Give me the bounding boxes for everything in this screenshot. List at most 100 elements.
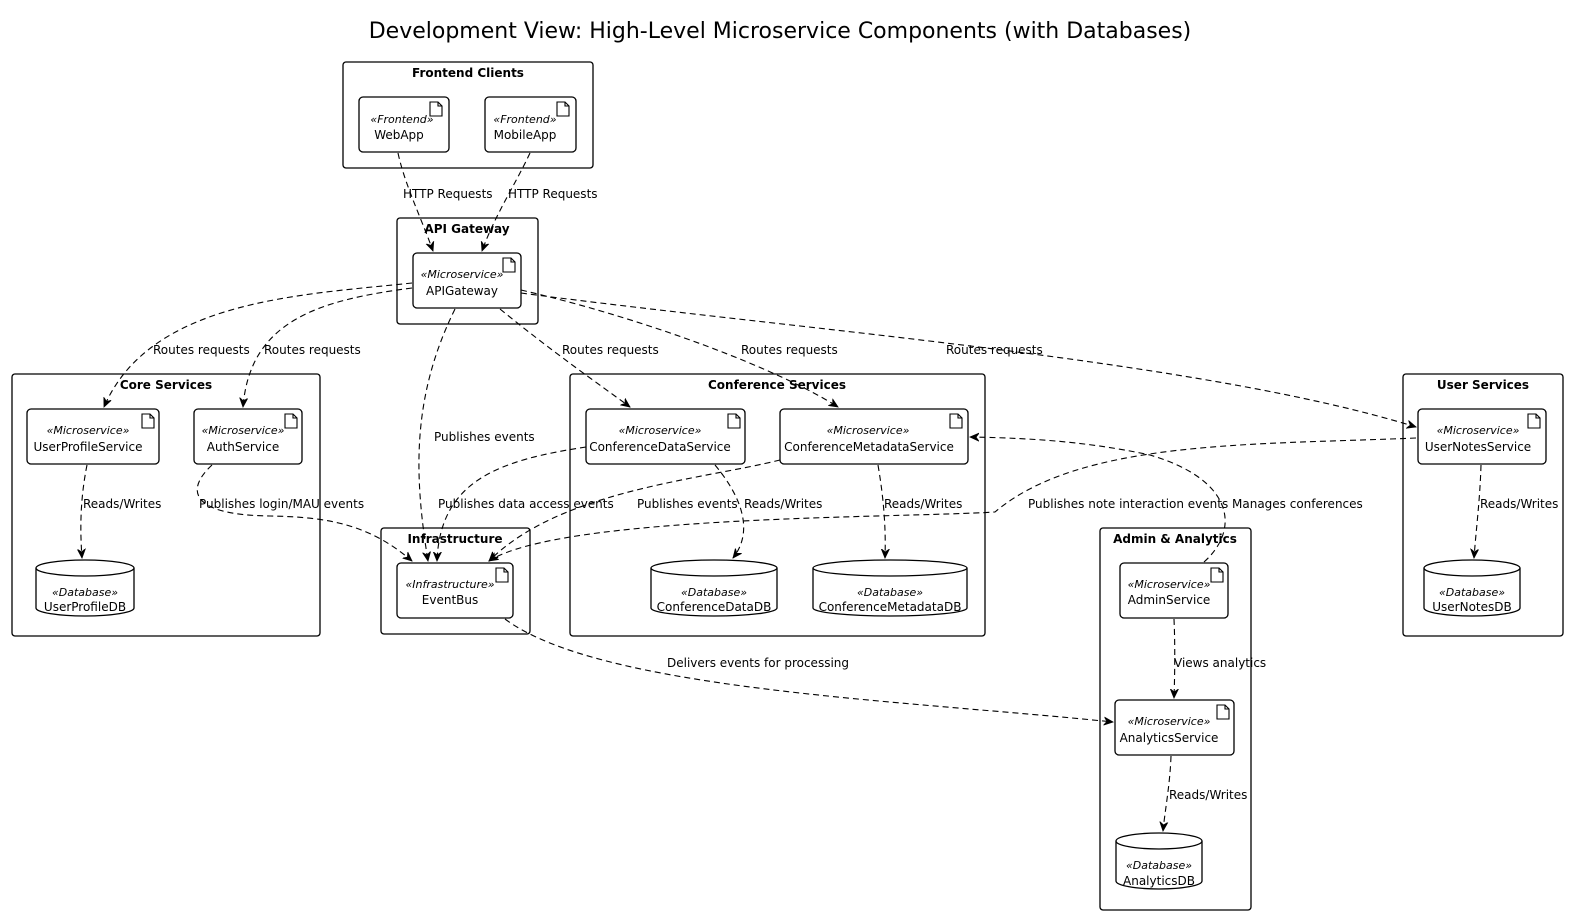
database-stereotype: «Database» bbox=[681, 586, 747, 599]
component-stereotype: «Microservice» bbox=[202, 424, 285, 437]
package-label: Infrastructure bbox=[407, 532, 502, 546]
component-analyticsservice[interactable]: «Microservice» AnalyticsService bbox=[1114, 699, 1235, 756]
edges bbox=[81, 152, 1482, 831]
component-apigateway[interactable]: «Microservice» APIGateway bbox=[412, 252, 522, 309]
edge-webapp-apigateway bbox=[397, 152, 433, 251]
database-conferencedatadb[interactable]: «Database» ConferenceDataDB bbox=[650, 559, 778, 617]
component-adminservice[interactable]: «Microservice» AdminService bbox=[1119, 562, 1229, 619]
document-icon bbox=[284, 413, 298, 429]
edge-label: Delivers events for processing bbox=[667, 656, 849, 670]
document-icon bbox=[1527, 413, 1541, 429]
edge-label: Publishes login/MAU events bbox=[199, 497, 364, 511]
component-stereotype: «Microservice» bbox=[619, 424, 702, 437]
edge-analytics-db bbox=[1163, 755, 1172, 831]
package-label: Admin & Analytics bbox=[1113, 532, 1237, 546]
component-stereotype: «Frontend» bbox=[493, 113, 556, 126]
edge-apigateway-conferencemetadataservice bbox=[520, 289, 838, 407]
component-stereotype: «Microservice» bbox=[47, 424, 130, 437]
edge-label: Publishes events bbox=[637, 497, 738, 511]
component-name: ConferenceDataService bbox=[589, 440, 731, 454]
component-mobileapp[interactable]: «Frontend» MobileApp bbox=[484, 96, 577, 153]
component-name: APIGateway bbox=[426, 284, 498, 298]
edge-usernotes-db bbox=[1474, 464, 1482, 558]
edge-mobileapp-apigateway bbox=[482, 152, 531, 251]
component-name: ConferenceMetadataService bbox=[784, 440, 954, 454]
edge-apigateway-eventbus bbox=[418, 308, 456, 561]
edge-authservice-eventbus bbox=[196, 464, 412, 561]
database-usernotesdb[interactable]: «Database» UserNotesDB bbox=[1423, 559, 1521, 617]
edge-conferencemetadata-eventbus bbox=[489, 459, 781, 561]
component-stereotype: «Frontend» bbox=[370, 113, 433, 126]
package-label: Conference Services bbox=[708, 378, 846, 392]
edge-usernotes-eventbus bbox=[489, 437, 1417, 561]
document-icon bbox=[141, 413, 155, 429]
database-conferencemetadatadb[interactable]: «Database» ConferenceMetadataDB bbox=[812, 559, 968, 617]
edge-label: Publishes data access events bbox=[438, 497, 614, 511]
component-name: AuthService bbox=[207, 440, 279, 454]
edge-conferencedata-db bbox=[714, 464, 745, 558]
component-usernotesservice[interactable]: «Microservice» UserNotesService bbox=[1417, 408, 1547, 465]
component-name: WebApp bbox=[374, 128, 424, 142]
edge-label: Views analytics bbox=[1174, 656, 1266, 670]
document-icon bbox=[502, 257, 516, 273]
edge-label: Routes requests bbox=[741, 343, 838, 357]
database-stereotype: «Database» bbox=[1126, 859, 1192, 872]
edge-label: Publishes events bbox=[434, 430, 535, 444]
edge-label: Manages conferences bbox=[1232, 497, 1363, 511]
component-conferencedataservice[interactable]: «Microservice» ConferenceDataService bbox=[585, 408, 746, 465]
component-userprofileservice[interactable]: «Microservice» UserProfileService bbox=[26, 408, 160, 465]
component-stereotype: «Infrastructure» bbox=[405, 578, 494, 591]
component-name: EventBus bbox=[422, 593, 478, 607]
edge-label: Reads/Writes bbox=[884, 497, 962, 511]
edge-label: Reads/Writes bbox=[1480, 497, 1558, 511]
edge-label: Publishes note interaction events bbox=[1028, 497, 1228, 511]
component-name: AnalyticsService bbox=[1120, 731, 1219, 745]
database-name: AnalyticsDB bbox=[1123, 874, 1195, 888]
edge-label: Reads/Writes bbox=[1169, 788, 1247, 802]
database-name: UserNotesDB bbox=[1432, 600, 1511, 614]
document-icon bbox=[429, 101, 443, 117]
edge-label: HTTP Requests bbox=[403, 187, 493, 201]
database-stereotype: «Database» bbox=[1439, 586, 1505, 599]
component-stereotype: «Microservice» bbox=[1128, 715, 1211, 728]
component-name: UserProfileService bbox=[33, 440, 142, 454]
edge-apigateway-authservice bbox=[243, 287, 413, 407]
database-userprofiledb[interactable]: «Database» UserProfileDB bbox=[35, 559, 135, 617]
component-eventbus[interactable]: «Infrastructure» EventBus bbox=[396, 562, 514, 619]
package-label: Core Services bbox=[120, 378, 212, 392]
document-icon bbox=[1210, 567, 1224, 583]
edge-admin-conferencemetadata bbox=[970, 437, 1226, 563]
diagram-title: Development View: High-Level Microservic… bbox=[369, 19, 1192, 44]
database-analyticsdb[interactable]: «Database» AnalyticsDB bbox=[1115, 832, 1203, 890]
edge-labels: HTTP Requests HTTP Requests Routes reque… bbox=[83, 187, 1558, 802]
database-stereotype: «Database» bbox=[857, 586, 923, 599]
edge-label: HTTP Requests bbox=[508, 187, 598, 201]
component-stereotype: «Microservice» bbox=[1128, 578, 1211, 591]
edge-conferencemetadata-db bbox=[877, 464, 885, 558]
edge-apigateway-userprofileservice bbox=[104, 282, 413, 407]
document-icon bbox=[949, 413, 963, 429]
component-name: AdminService bbox=[1128, 593, 1211, 607]
document-icon bbox=[495, 567, 509, 583]
edge-apigateway-usernotesservice bbox=[520, 292, 1416, 427]
component-name: MobileApp bbox=[494, 128, 557, 142]
edge-admin-analytics bbox=[1174, 618, 1175, 698]
component-stereotype: «Microservice» bbox=[827, 424, 910, 437]
document-icon bbox=[1216, 704, 1230, 720]
document-icon bbox=[727, 413, 741, 429]
component-name: UserNotesService bbox=[1425, 440, 1531, 454]
edge-label: Routes requests bbox=[946, 343, 1043, 357]
database-stereotype: «Database» bbox=[52, 586, 118, 599]
document-icon bbox=[556, 101, 570, 117]
database-name: ConferenceMetadataDB bbox=[819, 600, 962, 614]
package-label: Frontend Clients bbox=[412, 66, 524, 80]
edge-label: Routes requests bbox=[264, 343, 361, 357]
database-name: UserProfileDB bbox=[44, 600, 126, 614]
component-authservice[interactable]: «Microservice» AuthService bbox=[193, 408, 303, 465]
component-stereotype: «Microservice» bbox=[1437, 424, 1520, 437]
component-webapp[interactable]: «Frontend» WebApp bbox=[358, 96, 450, 153]
component-conferencemetadataservice[interactable]: «Microservice» ConferenceMetadataService bbox=[779, 408, 969, 465]
edge-label: Reads/Writes bbox=[83, 497, 161, 511]
edge-conferencedata-eventbus bbox=[437, 446, 587, 561]
